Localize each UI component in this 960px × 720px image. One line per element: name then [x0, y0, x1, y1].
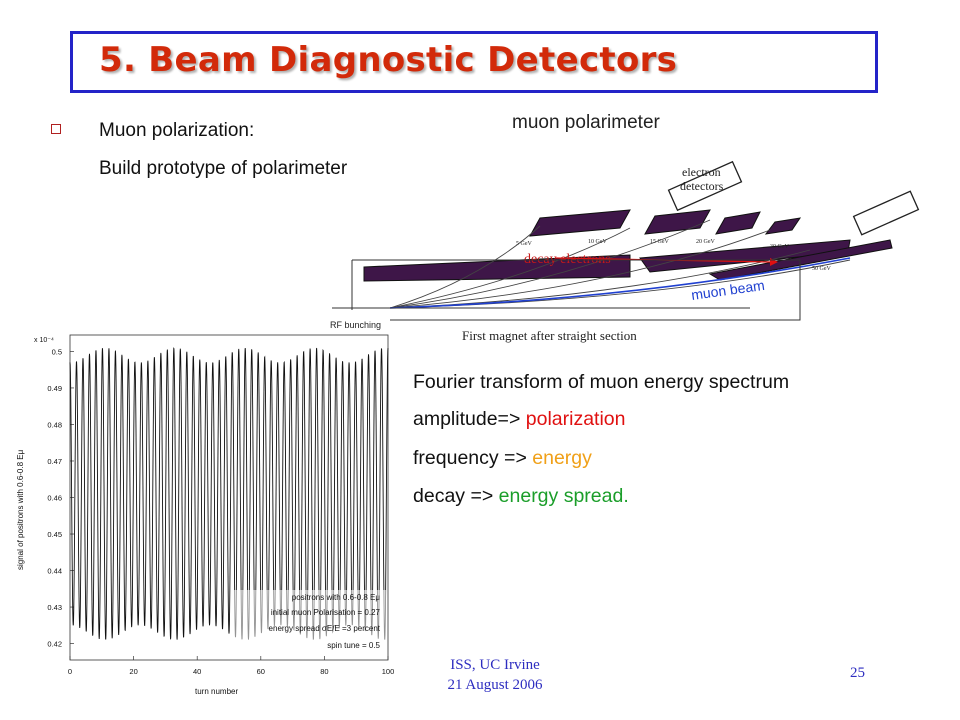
energy-label-1: 5 GeV [516, 241, 532, 247]
y-tick-label-0: 0.42 [47, 640, 62, 649]
annotation-energy-spread: energy spread σE/E =3 percent [269, 624, 381, 633]
footer-venue: ISS, UC Irvine 21 August 2006 [420, 655, 570, 695]
electron-detectors-label-2: detectors [680, 179, 724, 193]
footer-line-2: 21 August 2006 [447, 677, 543, 693]
x-tick-label-3: 60 [257, 667, 265, 676]
energy-label-3: 15 GeV [650, 239, 669, 245]
diagram-title: muon polarimeter [512, 112, 661, 133]
polarimeter-diagram: muon polarimeter electron detectors 5 Ge… [330, 112, 920, 343]
signal-series-line [69, 347, 389, 640]
positron-signal-chart: 0.42 0.43 0.44 0.45 0.46 0.47 0.48 0.49 0.5 0 20 4… [16, 334, 395, 696]
amplitude-line: amplitude=> polarization [413, 408, 625, 431]
bullet-text-muon-polarization: Muon polarization: [99, 120, 255, 141]
y-tick-label-6: 0.48 [47, 420, 62, 429]
slide-title: 5. Beam Diagnostic Detectors [99, 40, 678, 80]
frequency-line: frequency => energy [413, 447, 592, 470]
muon-beam-path [389, 257, 851, 309]
x-tick-label-0: 0 [68, 667, 72, 676]
electron-detector-boxes [667, 160, 920, 236]
annotation-polarisation: initial muon Polarisation = 0.27 [271, 608, 381, 617]
electron-detectors-label-1: electron [682, 165, 721, 179]
annotation-positrons: positrons with 0.6-0.8 Eμ [292, 593, 381, 602]
decay-value: energy spread. [498, 485, 629, 507]
magnet-segments [363, 209, 893, 282]
x-tick-label-4: 80 [320, 667, 328, 676]
decay-prefix: decay => [413, 485, 499, 507]
amplitude-prefix: amplitude=> [413, 408, 526, 430]
footer-line-1: ISS, UC Irvine [450, 657, 540, 673]
y-tick-label-1: 0.43 [47, 603, 62, 612]
x-axis-label: turn number [195, 687, 238, 696]
fourier-line: Fourier transform of muon energy spectru… [413, 371, 790, 393]
energy-label-2: 10 GeV [588, 239, 607, 245]
energy-label-4: 20 GeV [696, 239, 715, 245]
decay-line: decay => energy spread. [413, 485, 629, 508]
bullet-text-prototype: Build prototype of polarimeter [99, 158, 348, 179]
bullet-square-icon [51, 124, 61, 134]
y-tick-label-2: 0.44 [47, 567, 62, 576]
page-number: 25 [850, 665, 865, 681]
x-tick-label-1: 20 [129, 667, 137, 676]
first-magnet-label: First magnet after straight section [462, 328, 637, 343]
y-tick-label-8: 0.5 [52, 347, 62, 356]
title-box: 5. Beam Diagnostic Detectors [70, 31, 878, 93]
y-tick-label-5: 0.47 [47, 457, 62, 466]
x-tick-label-5: 100 [382, 667, 395, 676]
x-tick-label-2: 40 [193, 667, 201, 676]
muon-beam-label: muon beam [690, 277, 765, 303]
y-tick-label-4: 0.46 [47, 494, 62, 503]
amplitude-value: polarization [525, 408, 626, 430]
annotation-spin-tune: spin tune = 0.5 [327, 641, 380, 650]
energy-label-5: 30 GeV [770, 244, 789, 250]
y-multiplier-label: x 10⁻⁴ [34, 337, 54, 344]
y-tick-label-3: 0.45 [47, 530, 62, 539]
frequency-value: energy [532, 447, 592, 469]
beamline-frame [332, 259, 801, 321]
energy-label-6: 50 GeV [812, 266, 831, 272]
frequency-prefix: frequency => [413, 447, 533, 469]
rf-bunching-label: RF bunching [330, 320, 381, 330]
y-tick-label-7: 0.49 [47, 384, 62, 393]
y-axis-label: signal of positrons with 0.6-0.8 Eμ [16, 449, 25, 570]
